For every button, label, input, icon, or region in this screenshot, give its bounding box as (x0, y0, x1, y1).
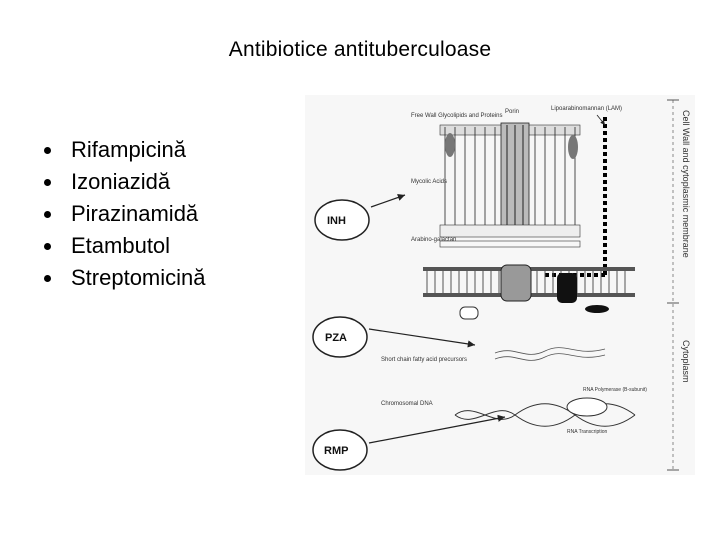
fatty-acid-wave (494, 347, 606, 355)
inh-label: INH (327, 215, 346, 227)
inh-marker: INH (314, 194, 406, 241)
rmp-label: RMP (324, 445, 348, 457)
bullet-icon (44, 178, 51, 186)
pza-arrow (368, 328, 476, 348)
lam-label: Lipoarabinomannan (LAM) (551, 106, 622, 112)
list-item: Streptomicină (44, 262, 206, 294)
slide-title: Antibiotice antituberculoase (228, 38, 492, 61)
cytoplasmic-membrane (423, 264, 635, 320)
pza-label: PZA (325, 332, 347, 344)
rna-transcription-label: RNA Transcription (567, 429, 608, 435)
bullet-icon (44, 210, 51, 218)
figure-svg: Cell Wall and cytoplasmic membrane Cytop… (312, 99, 691, 471)
cell-wall-label: Cell Wall and cytoplasmic membrane (681, 110, 691, 258)
glycolipids-label: Free Wall Glycolipids and Proteins (411, 113, 502, 119)
bullet-icon (44, 274, 51, 282)
list-item: Pirazinamidă (44, 198, 206, 230)
cytoplasm-label: Cytoplasm (681, 340, 691, 383)
bullet-icon (44, 242, 51, 250)
chromosomal-dna-label: Chromosomal DNA (381, 401, 433, 407)
list-item: Izoniazidă (44, 166, 206, 198)
dna-strand (454, 403, 636, 427)
rna-polymerase-shape (566, 397, 608, 417)
bullet-icon (44, 146, 51, 154)
rmp-marker: RMP (312, 414, 506, 471)
inh-arrow (370, 194, 406, 208)
porin-label: Porin (505, 109, 519, 115)
list-item: Rifampicină (44, 134, 206, 166)
mycobacterium-drug-targets-figure: Cell Wall and cytoplasmic membrane Cytop… (305, 95, 695, 475)
rna-polymerase-label: RNA Polymerase (B-subunit) (583, 387, 647, 393)
arabinogalactan-label: Arabino-galactan (411, 237, 456, 243)
list-item: Etambutol (44, 230, 206, 262)
drug-list: Rifampicină Izoniazidă Pirazinamidă Etam… (44, 134, 206, 294)
cell-wall-structure (439, 114, 607, 277)
mycolic-acids-label: Mycolic Acids (411, 179, 447, 185)
rmp-arrow (368, 414, 506, 444)
pza-marker: PZA (312, 316, 476, 358)
short-chain-label: Short chain fatty acid precursors (381, 357, 467, 363)
